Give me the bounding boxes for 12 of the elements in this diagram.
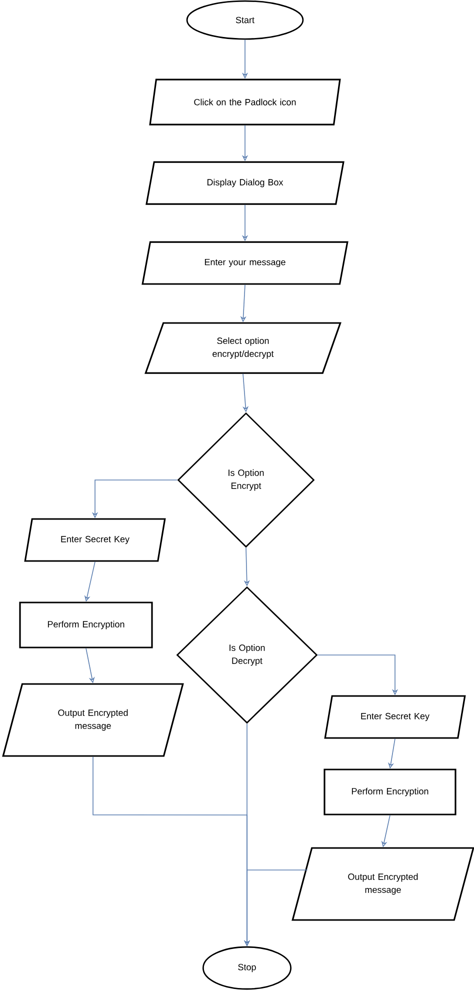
io-parallelogram: Output Encrypted message <box>2 683 184 757</box>
terminal-oval: Stop <box>202 946 292 990</box>
io-parallelogram: Enter Secret Key <box>24 518 166 562</box>
io-parallelogram: Click on the Padlock icon <box>149 78 341 126</box>
io-parallelogram: Enter Secret Key <box>324 695 466 739</box>
io-parallelogram: Enter your message <box>142 241 348 285</box>
terminal-oval: Start <box>186 0 304 40</box>
io-parallelogram: Output Encrypted message <box>292 847 474 921</box>
process-box: Perform Encryption <box>19 602 153 648</box>
io-parallelogram: Display Dialog Box <box>146 161 344 205</box>
process-box: Perform Encryption <box>324 768 456 816</box>
io-parallelogram: Select option encrypt/decrypt <box>144 322 342 374</box>
